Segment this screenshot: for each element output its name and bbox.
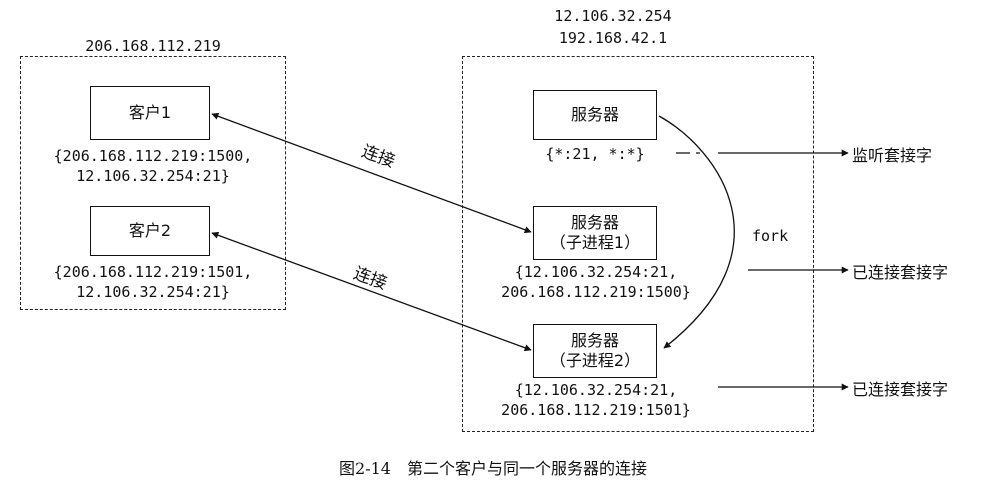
child2-socket-line1: {12.106.32.254:21, <box>514 381 678 399</box>
server-host-private-ip: 192.168.42.1 <box>558 29 668 47</box>
child2-socket-line2: 206.168.112.219:1501} <box>501 401 691 419</box>
listener-server-box: 服务器 <box>533 90 657 140</box>
child1-server-label: 服务器 <box>570 213 619 232</box>
child1-server-sublabel: （子进程1） <box>549 233 641 252</box>
client2-socket-line2: 12.106.32.254:21} <box>76 283 230 301</box>
client1-label: 客户1 <box>128 103 172 122</box>
client-host-ip: 206.168.112.219 <box>85 37 221 55</box>
listener-socket: {*:21, *:*} <box>545 145 645 163</box>
fork-arrow <box>658 115 735 349</box>
connection1-arrow <box>211 112 532 234</box>
server-host-public-ip: 12.106.32.254 <box>554 7 672 25</box>
client1-socket-line2: 12.106.32.254:21} <box>76 167 230 185</box>
client2-label: 客户2 <box>128 221 172 240</box>
listening-socket-label: 监听套接字 <box>852 146 933 165</box>
figure-caption: 图2-14 第二个客户与同一个服务器的连接 <box>339 459 647 478</box>
client2-socket-line1: {206.168.112.219:1501, <box>53 263 253 281</box>
connection2-arrow <box>211 231 532 352</box>
client2-box: 客户2 <box>90 206 210 256</box>
listener-server-label: 服务器 <box>570 105 619 124</box>
child2-server-sublabel: （子进程2） <box>549 351 641 370</box>
connected-socket2-label: 已连接套接字 <box>852 380 949 399</box>
child1-socket-line1: {12.106.32.254:21, <box>514 263 678 281</box>
client1-box: 客户1 <box>90 86 210 140</box>
child2-server-box: 服务器 （子进程2） <box>533 324 657 378</box>
fork-label: fork <box>752 227 789 245</box>
child2-server-label: 服务器 <box>570 331 619 350</box>
connected-socket1-label: 已连接套接字 <box>852 263 949 282</box>
child1-socket-line2: 206.168.112.219:1500} <box>501 283 691 301</box>
client1-socket-line1: {206.168.112.219:1500, <box>53 147 253 165</box>
child1-server-box: 服务器 （子进程1） <box>533 206 657 260</box>
